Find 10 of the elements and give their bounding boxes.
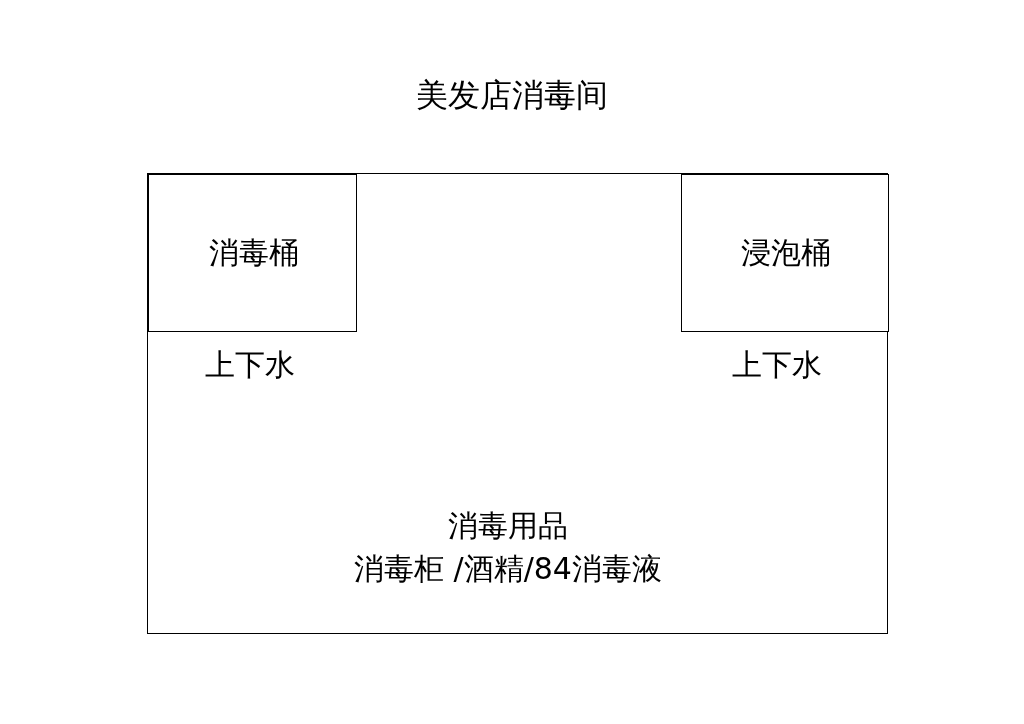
area-label: 消毒柜 /酒精/84消毒液	[353, 550, 663, 588]
bin-area	[681, 174, 889, 332]
bin-area	[148, 174, 357, 332]
area-label: 消毒桶	[207, 234, 300, 272]
area-label: 消毒用品	[447, 507, 569, 545]
room-outline	[147, 173, 888, 634]
pipe-label: 上下水	[205, 346, 295, 384]
area-label: 浸泡桶	[740, 234, 832, 272]
title: 美发店消毒间	[415, 75, 609, 116]
pipe-label: 上下水	[732, 346, 822, 384]
